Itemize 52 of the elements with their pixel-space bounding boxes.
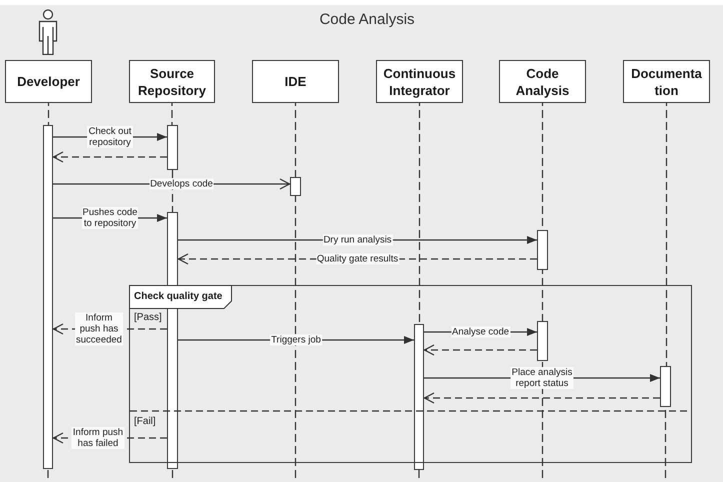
guard-condition: [Fail]: [134, 416, 156, 428]
lifeline: [418, 103, 420, 324]
lifeline: [172, 170, 174, 212]
message-label: Inform push has failed: [72, 427, 124, 449]
fragment-label: Check quality gate: [129, 285, 232, 309]
message-label: Quality gate results: [316, 254, 400, 264]
message-label: Analyse code: [450, 326, 510, 338]
lifeline: [664, 407, 666, 479]
participant-name: Documenta tion: [630, 64, 703, 98]
participant-name: Continuous Integrator: [382, 64, 457, 98]
lifeline: [47, 469, 49, 479]
participant-name: IDE: [284, 73, 308, 90]
message-label: Dry run analysis: [322, 234, 393, 246]
activation-bar: [537, 321, 548, 361]
lifeline: [171, 103, 173, 125]
message-label: Place analysis report status: [510, 367, 574, 389]
message-label: Triggers job: [270, 334, 322, 346]
participant-box: [129, 60, 215, 103]
activation-bar: [167, 125, 178, 170]
return-arrow: [52, 151, 167, 163]
lifeline: [172, 469, 174, 479]
diagram-title: Code Analysis: [319, 11, 415, 29]
activation-bar: [290, 177, 301, 196]
activation-bar: [43, 125, 53, 469]
message-arrow: [424, 328, 537, 336]
message-label: Inform push has succeeded: [75, 312, 123, 346]
participant-name: Developer: [16, 73, 81, 90]
participant-box: [252, 60, 339, 103]
lifeline: [294, 103, 296, 177]
guard-condition: [Pass]: [134, 312, 162, 324]
participant-name: Code Analysis: [514, 64, 570, 98]
participant-box: [376, 60, 463, 103]
message-label: Check out repository: [87, 126, 133, 148]
participant-box: [623, 60, 710, 103]
combined-fragment-frame: [129, 285, 692, 463]
message-arrow: [178, 336, 414, 344]
activation-bar: [537, 230, 548, 270]
lifeline: [48, 103, 50, 125]
lifeline: [418, 470, 420, 479]
participant-box: [5, 60, 92, 103]
lifeline: [294, 196, 296, 479]
participant-name: Source Repository: [137, 64, 207, 98]
lifeline: [542, 361, 544, 479]
activation-bar: [660, 366, 671, 407]
return-arrow: [424, 344, 537, 356]
return-arrow: [424, 392, 660, 404]
lifeline: [542, 270, 544, 321]
participant-box: [499, 60, 586, 103]
message-label: Pushes code to repository: [82, 207, 138, 229]
lifeline: [666, 103, 668, 366]
message-label: Develops code: [149, 178, 214, 190]
message-arrow: [424, 374, 660, 382]
